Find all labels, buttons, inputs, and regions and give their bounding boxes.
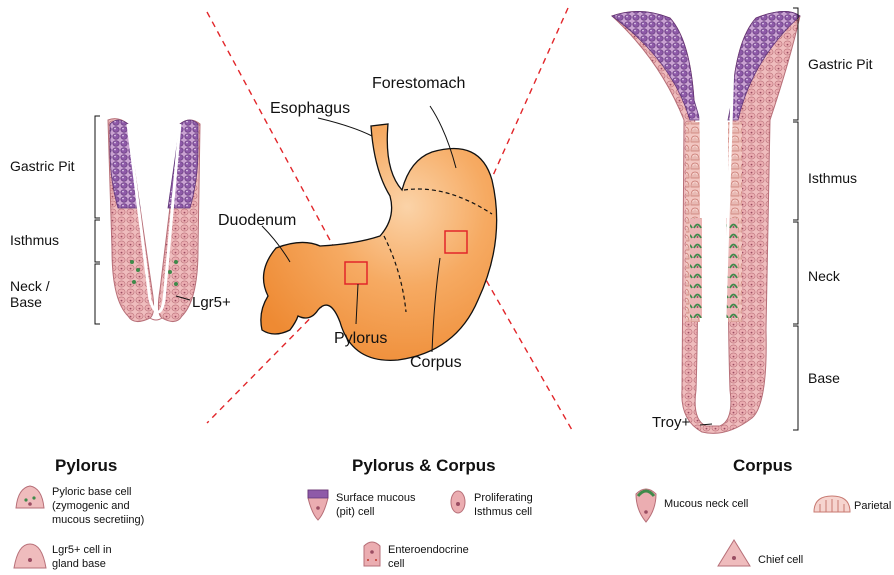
left-neck-base-label: Neck / Base — [10, 278, 50, 310]
mucous-neck-cell-icon — [636, 489, 656, 522]
forestomach-label: Forestomach — [372, 75, 465, 93]
chief-cell-icon — [718, 540, 750, 566]
left-gland — [108, 119, 200, 322]
surface-mucous-cell-icon — [308, 490, 328, 520]
right-isthmus-label: Isthmus — [808, 170, 857, 186]
lgr5-marker-label: Lgr5+ — [192, 294, 231, 311]
parietal-cell-icon — [814, 496, 850, 512]
right-gastric-pit-label: Gastric Pit — [808, 56, 873, 72]
legend-label-parietal-cell: Parietal cell — [854, 500, 894, 514]
legend-label-mucous-neck-cell: Mucous neck cell — [664, 498, 784, 512]
legend-heading-shared: Pylorus & Corpus — [352, 456, 496, 476]
right-neck-label: Neck — [808, 268, 840, 284]
proliferating-isthmus-cell-icon — [451, 491, 465, 513]
corpus-label: Corpus — [410, 354, 462, 372]
right-base-label: Base — [808, 370, 840, 386]
right-gland — [612, 11, 800, 433]
stomach-illustration — [261, 106, 497, 360]
legend-label-enteroendocrine-cell: Enteroendocrine cell — [388, 544, 498, 572]
duodenum-label: Duodenum — [218, 212, 296, 230]
left-brackets — [95, 116, 100, 324]
left-gastric-pit-label: Gastric Pit — [10, 158, 75, 174]
troy-marker-label: Troy+ — [652, 414, 690, 431]
legend-label-proliferating-isthmus-cell: Proliferating Isthmus cell — [474, 492, 584, 520]
pylorus-label: Pylorus — [334, 330, 387, 348]
legend-label-chief-cell: Chief cell — [758, 554, 838, 568]
legend-label-surface-mucous-cell: Surface mucous (pit) cell — [336, 492, 446, 520]
enteroendocrine-cell-icon — [364, 542, 380, 566]
legend-label-lgr5-cell: Lgr5+ cell in gland base — [52, 544, 202, 572]
legend-label-pyloric-base-cell: Pyloric base cell (zymogenic and mucous … — [52, 486, 202, 527]
lgr5-cell-icon — [14, 544, 46, 568]
pyloric-base-cell-icon — [16, 486, 44, 508]
legend-heading-corpus: Corpus — [733, 456, 793, 476]
right-brackets — [793, 8, 798, 430]
esophagus-label: Esophagus — [270, 100, 350, 118]
left-isthmus-label: Isthmus — [10, 232, 59, 248]
legend-heading-pylorus: Pylorus — [55, 456, 117, 476]
